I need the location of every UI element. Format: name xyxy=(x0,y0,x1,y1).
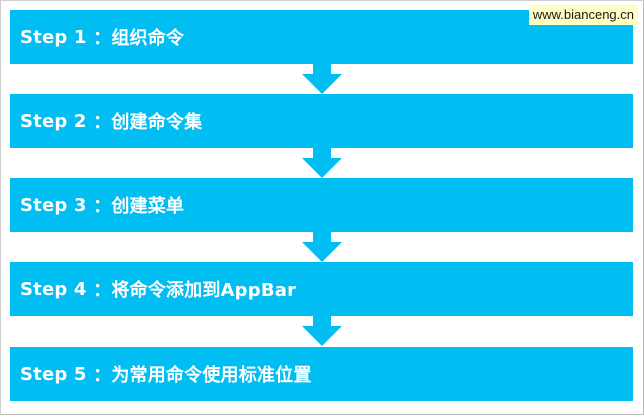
step-1-text: 组织命令 xyxy=(111,28,185,49)
step-4-separator: ： xyxy=(86,280,112,301)
step-3-box: Step 3 ：创建菜单 xyxy=(10,178,633,232)
step-5-box: Step 5 ：为常用命令使用标准位置 xyxy=(10,347,633,401)
arrow-down-icon xyxy=(302,64,342,94)
arrow-down-icon xyxy=(302,232,342,262)
step-2-text: 创建命令集 xyxy=(111,112,203,133)
step-4-box: Step 4 ：将命令添加到AppBar xyxy=(10,262,633,316)
step-5-label: Step 5 xyxy=(20,363,87,385)
step-2-separator: ： xyxy=(86,112,112,133)
watermark: www.bianceng.cn xyxy=(528,5,638,25)
step-1-separator: ： xyxy=(86,28,112,49)
step-4-text: 将命令添加到AppBar xyxy=(111,280,297,301)
step-5-separator: ： xyxy=(86,365,112,386)
step-5-text: 为常用命令使用标准位置 xyxy=(111,365,312,386)
step-3-separator: ： xyxy=(86,196,112,217)
step-3-text: 创建菜单 xyxy=(111,196,185,217)
step-4-label: Step 4 xyxy=(20,278,87,300)
arrow-down-icon xyxy=(302,316,342,346)
step-2-label: Step 2 xyxy=(20,110,87,132)
step-3-label: Step 3 xyxy=(20,194,87,216)
arrow-down-icon xyxy=(302,148,342,178)
step-1-label: Step 1 xyxy=(20,26,87,48)
step-2-box: Step 2 ：创建命令集 xyxy=(10,94,633,148)
